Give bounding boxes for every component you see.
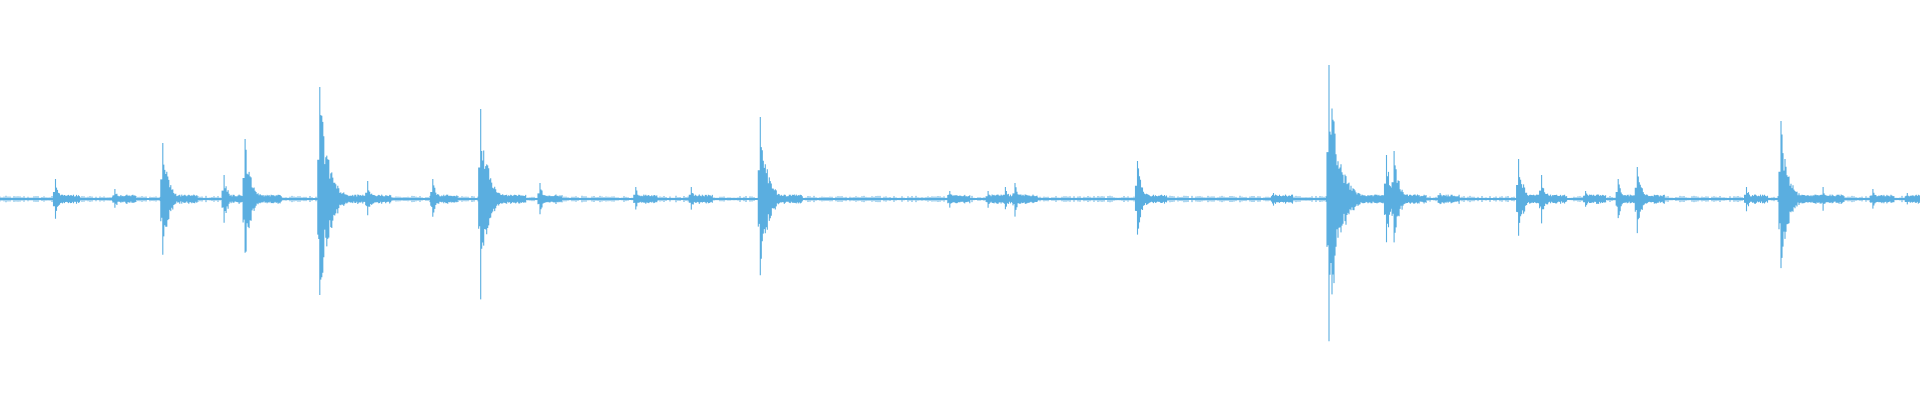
waveform-transient-2 (112, 189, 137, 208)
waveform-transient-14 (947, 191, 971, 208)
waveform-transient-5 (242, 139, 282, 253)
waveform-transient-7 (365, 181, 392, 216)
waveform-transient-32 (1870, 189, 1895, 209)
waveform-transient-18 (1134, 161, 1168, 235)
waveform-transient-20 (1326, 65, 1388, 342)
waveform-transient-19 (1270, 193, 1294, 206)
waveform-transient-31 (1820, 187, 1845, 211)
waveform-transient-10 (537, 183, 563, 215)
waveform-transient-17 (1012, 183, 1038, 217)
waveform-transient-23 (1437, 193, 1460, 205)
waveform-transient-33 (1904, 193, 1920, 205)
waveform-transient-22 (1391, 151, 1427, 243)
waveform-transient-29 (1743, 187, 1769, 212)
waveform-transient-1 (52, 179, 81, 219)
waveform-transient-12 (688, 187, 713, 210)
waveform-transient-30 (1778, 121, 1823, 269)
waveform-transient-28 (1634, 167, 1665, 234)
waveform-transient-8 (430, 179, 458, 217)
waveform-transient-9 (478, 109, 527, 300)
waveform-transient-3 (160, 143, 198, 255)
waveform-transient-13 (757, 117, 803, 276)
waveform-series (0, 65, 1920, 342)
waveform-transient-11 (633, 187, 658, 210)
waveform-transient-6 (317, 87, 372, 295)
waveform-transient-25 (1539, 175, 1568, 224)
waveform-transient-26 (1583, 191, 1607, 207)
